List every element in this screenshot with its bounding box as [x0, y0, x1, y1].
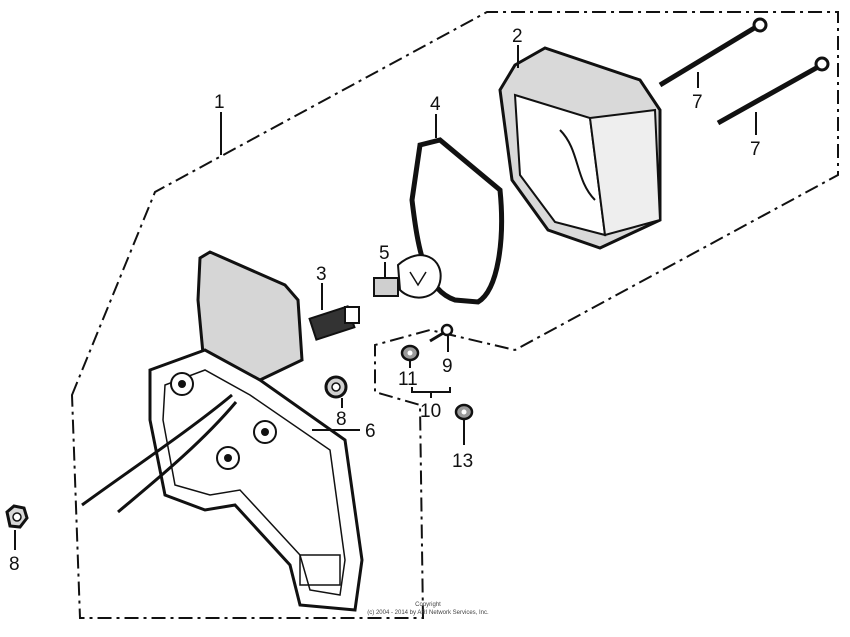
bolt-p9: [429, 323, 454, 343]
screw-lower: [716, 56, 830, 126]
callout-3: 3: [316, 264, 327, 285]
callout-7-lower: 7: [750, 139, 761, 160]
wire-lead-b: [117, 401, 238, 514]
tail-light-lens: [498, 46, 662, 250]
callout-9: 9: [442, 356, 453, 377]
nut-p13: [454, 403, 474, 421]
wire-lead-a: [81, 393, 233, 507]
light-bracket: [148, 250, 364, 612]
callout-4: 4: [430, 94, 441, 115]
callout-13: 13: [452, 451, 473, 472]
copyright-line-1: Copyright: [415, 602, 441, 608]
bracket-p10: [411, 387, 451, 398]
grommet-lower: [5, 504, 29, 529]
assembly-boundary: [70, 11, 839, 619]
callout-6: 6: [365, 421, 376, 442]
bulb-socket: [308, 305, 360, 341]
callout-2: 2: [512, 26, 523, 47]
callout-7-upper: 7: [692, 92, 703, 113]
callout-8-upper: 8: [336, 409, 347, 430]
screw-upper: [658, 17, 768, 88]
grommet-upper: [324, 375, 348, 399]
callout-10: 10: [420, 401, 441, 422]
copyright-line-2: (c) 2004 - 2014 by ARI Network Services,…: [367, 610, 489, 616]
nut-p11: [400, 344, 420, 362]
callout-8-lower: 8: [9, 554, 20, 575]
callout-1: 1: [214, 92, 225, 113]
callout-5: 5: [379, 243, 390, 264]
lens-gasket: [409, 137, 504, 305]
callout-11: 11: [398, 369, 418, 390]
